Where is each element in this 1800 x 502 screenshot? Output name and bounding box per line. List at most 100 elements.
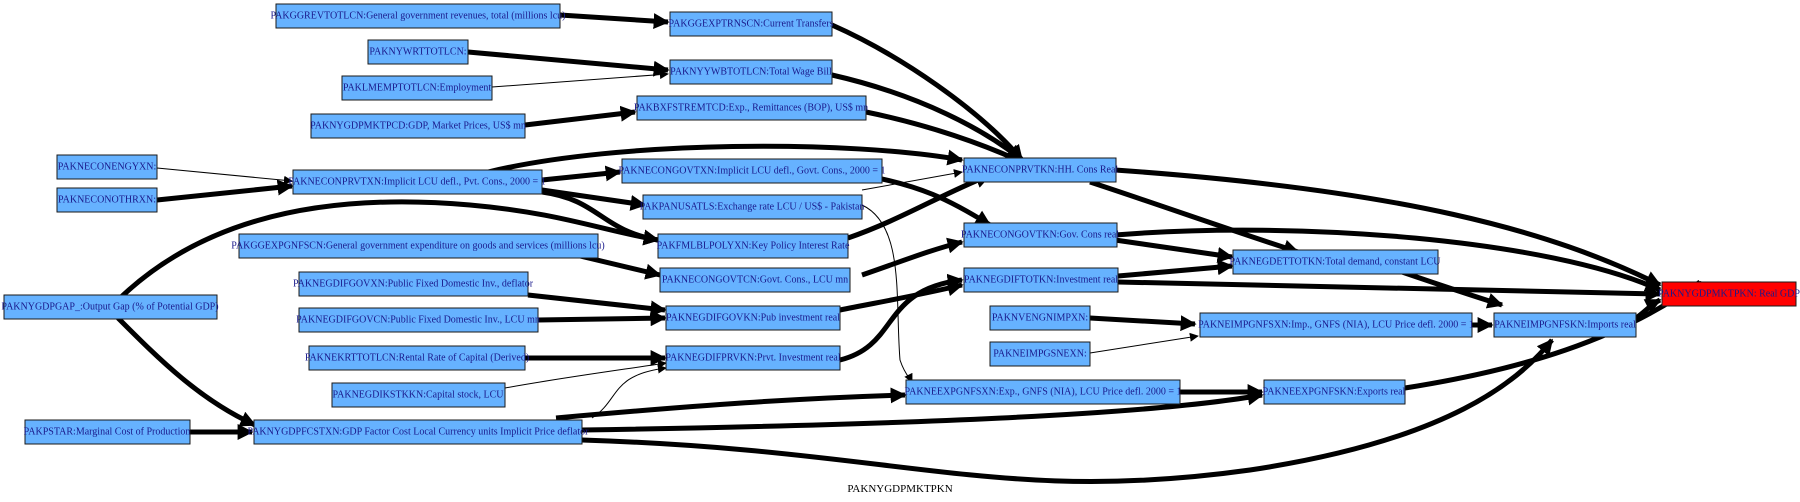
node-govt-cons-lcu[interactable]: PAKNECONGOVTCN:Govt. Cons., LCU mn	[659, 267, 851, 293]
node-gdp-market-prices-usd[interactable]: PAKNYGDPMKTPCD:GDP, Market Prices, US$ m…	[310, 113, 526, 139]
node-imports-real[interactable]: PAKNEIMPGNFSKN:Imports real	[1493, 312, 1637, 338]
node-imports-gsne[interactable]: PAKNEIMPGSNEXN:	[989, 341, 1091, 367]
node-label: PAKNYGDPMKTPCD:GDP, Market Prices, US$ m…	[310, 121, 526, 132]
node-label: PAKGGEXPGNFSCN:General government expend…	[231, 241, 604, 252]
edge-pubdefl-to-pubinv	[527, 292, 667, 317]
edge-wrt-to-wagebill	[467, 49, 670, 77]
node-label: PAKNECONGOVTXN:Implicit LCU defl., Govt.…	[619, 166, 886, 177]
node-label: PAKFMLBLPOLYXN:Key Policy Interest Rate	[657, 241, 850, 252]
edge-hhcons-to-totaldemand	[1089, 179, 1300, 256]
node-label: PAKNEGDIFGOVCN:Public Fixed Domestic Inv…	[296, 315, 540, 326]
edge-other-to-pvtdefl	[156, 179, 294, 203]
edge-govcons-to-totaldemand	[1114, 237, 1234, 263]
node-exports-real[interactable]: PAKNEEXPGNFSKN:Exports real	[1263, 379, 1406, 405]
nodes: PAKGGREVTOTLCN:General government revenu…	[1, 3, 1800, 445]
edge-govcons-to-realgdp	[1114, 227, 1662, 293]
edge-hhcons-to-realgdp	[1114, 167, 1662, 288]
node-investment-real[interactable]: PAKNEGDIFTOTKN:Investment real	[963, 267, 1119, 293]
edge-employment-to-wagebill	[491, 70, 669, 88]
edge-gdpusd-to-remittances	[524, 105, 637, 128]
node-gdp-factor-cost[interactable]: PAKNYGDPFCSTXN:GDP Factor Cost Local Cur…	[248, 419, 590, 445]
edge-imports-to-realgdp	[1634, 297, 1662, 321]
node-pvt-cons-deflator[interactable]: PAKNECONPRVTXN:Implicit LCU defl., Pvt. …	[288, 169, 546, 195]
node-general-govt-revenues[interactable]: PAKGGREVTOTLCN:General government revenu…	[271, 3, 566, 29]
edge-exrate-to-hhcons	[861, 169, 963, 191]
node-rental-rate-capital[interactable]: PAKNEKRTTOTLCN:Rental Rate of Capital (D…	[305, 345, 529, 371]
node-exchange-rate[interactable]: PAKPANUSATLS:Exchange rate LCU / US$ - P…	[640, 194, 865, 220]
node-policy-interest-rate[interactable]: PAKFMLBLPOLYXN:Key Policy Interest Rate	[657, 233, 850, 259]
node-current-transfers[interactable]: PAKGGEXPTRNSCN:Current Transfers	[669, 11, 834, 37]
edge-pvtdefl-to-exrate	[541, 187, 647, 211]
node-label: PAKNYGDPMKTPKN: Real GDP	[1658, 289, 1800, 300]
node-label: PAKNYGDPGAP_:Output Gap (% of Potential …	[1, 302, 218, 313]
node-imports-deflator[interactable]: PAKNEIMPGNFSXN:Imp., GNFS (NIA), LCU Pri…	[1198, 312, 1474, 338]
node-label: PAKNEIMPGNFSXN:Imp., GNFS (NIA), LCU Pri…	[1198, 320, 1474, 331]
edge-transfers-to-hhcons	[830, 22, 1024, 162]
node-label: PAKNVENGNIMPXN:	[992, 313, 1088, 324]
edge-invest-to-totaldemand	[1117, 259, 1234, 279]
node-hh-cons-real[interactable]: PAKNECONPRVTKN:HH. Cons Real	[962, 157, 1119, 183]
edge-gdpfc-to-exports	[581, 389, 1264, 433]
edge-energy-to-pvtdefl	[156, 167, 293, 185]
node-label: PAKPANUSATLS:Exchange rate LCU / US$ - P…	[640, 202, 865, 213]
node-pub-investment-real[interactable]: PAKNEGDIFGOVKN:Pub investment real	[665, 305, 841, 331]
node-label: PAKNYWRTTOTLCN:	[369, 47, 466, 58]
edge-outputgap-to-policyrate	[116, 199, 660, 302]
node-govt-cons-deflator[interactable]: PAKNECONGOVTXN:Implicit LCU defl., Govt.…	[619, 158, 886, 184]
node-label: PAKNECONOTHRXN:	[58, 195, 156, 206]
node-wrt-total[interactable]: PAKNYWRTTOTLCN:	[367, 39, 469, 65]
node-label: PAKNECONPRVTKN:HH. Cons Real	[962, 165, 1119, 176]
edge-exrate-to-exports-defl	[861, 204, 913, 383]
node-capital-stock[interactable]: PAKNEGDIKSTKKN:Capital stock, LCU	[331, 382, 506, 408]
node-label: PAKNEGDIKSTKKN:Capital stock, LCU	[332, 390, 504, 401]
node-label: PAKBXFSTREMTCD:Exp., Remittances (BOP), …	[634, 103, 868, 114]
node-other-deflator[interactable]: PAKNECONOTHRXN:	[56, 187, 158, 213]
node-total-demand[interactable]: PAKNEGDETTOTKN:Total demand, constant LC…	[1230, 249, 1442, 275]
node-label: PAKNECONGOVTKN:Gov. Cons real	[961, 230, 1119, 241]
node-label: PAKNYGDPFCSTXN:GDP Factor Cost Local Cur…	[248, 427, 590, 438]
node-label: PAKNEEXPGNFSKN:Exports real	[1263, 387, 1406, 398]
node-total-wage-bill[interactable]: PAKNYYWBTOTLCN:Total Wage Bill	[669, 59, 833, 85]
node-label: PAKNEEXPGNFSXN:Exp., GNFS (NIA), LCU Pri…	[905, 387, 1182, 398]
node-public-inv-lcu[interactable]: PAKNEGDIFGOVCN:Public Fixed Domestic Inv…	[296, 307, 540, 333]
node-label: PAKNECONPRVTXN:Implicit LCU defl., Pvt. …	[288, 177, 545, 188]
node-remittances[interactable]: PAKBXFSTREMTCD:Exp., Remittances (BOP), …	[634, 95, 868, 121]
node-label: PAKNEKRTTOTLCN:Rental Rate of Capital (D…	[305, 353, 529, 364]
node-marginal-cost[interactable]: PAKPSTAR:Marginal Cost of Production	[24, 419, 191, 445]
edge-gdpfc-to-expdefl	[555, 387, 907, 421]
edge-pvtinv-to-invest	[839, 273, 964, 363]
edge-energyimp-to-impdefl	[1089, 315, 1197, 332]
edge-revenues-to-transfers	[559, 12, 670, 30]
node-label: PAKNECONENGYXN:	[58, 162, 157, 173]
node-gov-cons-real[interactable]: PAKNECONGOVTKN:Gov. Cons real	[961, 222, 1119, 248]
node-public-inv-deflator[interactable]: PAKNEGDIFGOVXN:Public Fixed Domestic Inv…	[293, 271, 534, 297]
node-label: PAKNEGDIFGOVXN:Public Fixed Domestic Inv…	[293, 279, 534, 290]
node-label: PAKNEIMPGNFSKN:Imports real	[1494, 320, 1636, 331]
node-label: PAKNEGDETTOTKN:Total demand, constant LC…	[1230, 257, 1442, 268]
node-energy-imports[interactable]: PAKNVENGNIMPXN:	[989, 305, 1091, 331]
edge-totaldemand-to-imports	[1401, 269, 1504, 309]
node-label: PAKNEIMPGSNEXN:	[993, 349, 1087, 360]
edge-pvtdefl-to-hhcons	[487, 143, 964, 175]
node-pvt-investment-real[interactable]: PAKNEGDIFPRVKN:Prvt. Investment real	[665, 345, 841, 371]
node-label: PAKNEGDIFGOVKN:Pub investment real	[666, 313, 840, 324]
node-gov-expenditure[interactable]: PAKGGEXPGNFSCN:General government expend…	[231, 233, 605, 259]
node-real-gdp[interactable]: PAKNYGDPMKTPKN: Real GDP	[1658, 281, 1800, 307]
node-label: PAKNEGDIFPRVKN:Prvt. Investment real	[665, 353, 840, 364]
edge-capital-to-pvtinv	[504, 359, 667, 389]
edge-gdpfc-to-imports	[581, 338, 1554, 484]
node-employment[interactable]: PAKLMEMPTOTLCN:Employment	[341, 75, 493, 101]
node-output-gap[interactable]: PAKNYGDPGAP_:Output Gap (% of Potential …	[1, 294, 219, 320]
node-label: PAKPSTAR:Marginal Cost of Production	[24, 427, 191, 438]
edge-pvtdefl-to-govtdefl	[541, 165, 622, 183]
edge-remittances-to-hhcons	[865, 109, 1024, 165]
edge-outputgap-to-gdpfc	[116, 316, 257, 428]
node-label: PAKNYYWBTOTLCN:Total Wage Bill	[670, 67, 832, 78]
node-label: PAKGGEXPTRNSCN:Current Transfers	[669, 19, 834, 30]
node-energy-deflator[interactable]: PAKNECONENGYXN:	[56, 154, 158, 180]
node-label: PAKNEGDIFTOTKN:Investment real	[964, 275, 1118, 286]
node-exports-deflator[interactable]: PAKNEEXPGNFSXN:Exp., GNFS (NIA), LCU Pri…	[905, 379, 1182, 405]
node-label: PAKNECONGOVTCN:Govt. Cons., LCU mn	[662, 275, 848, 286]
edge-impgsne-to-impdefl	[1089, 332, 1199, 354]
